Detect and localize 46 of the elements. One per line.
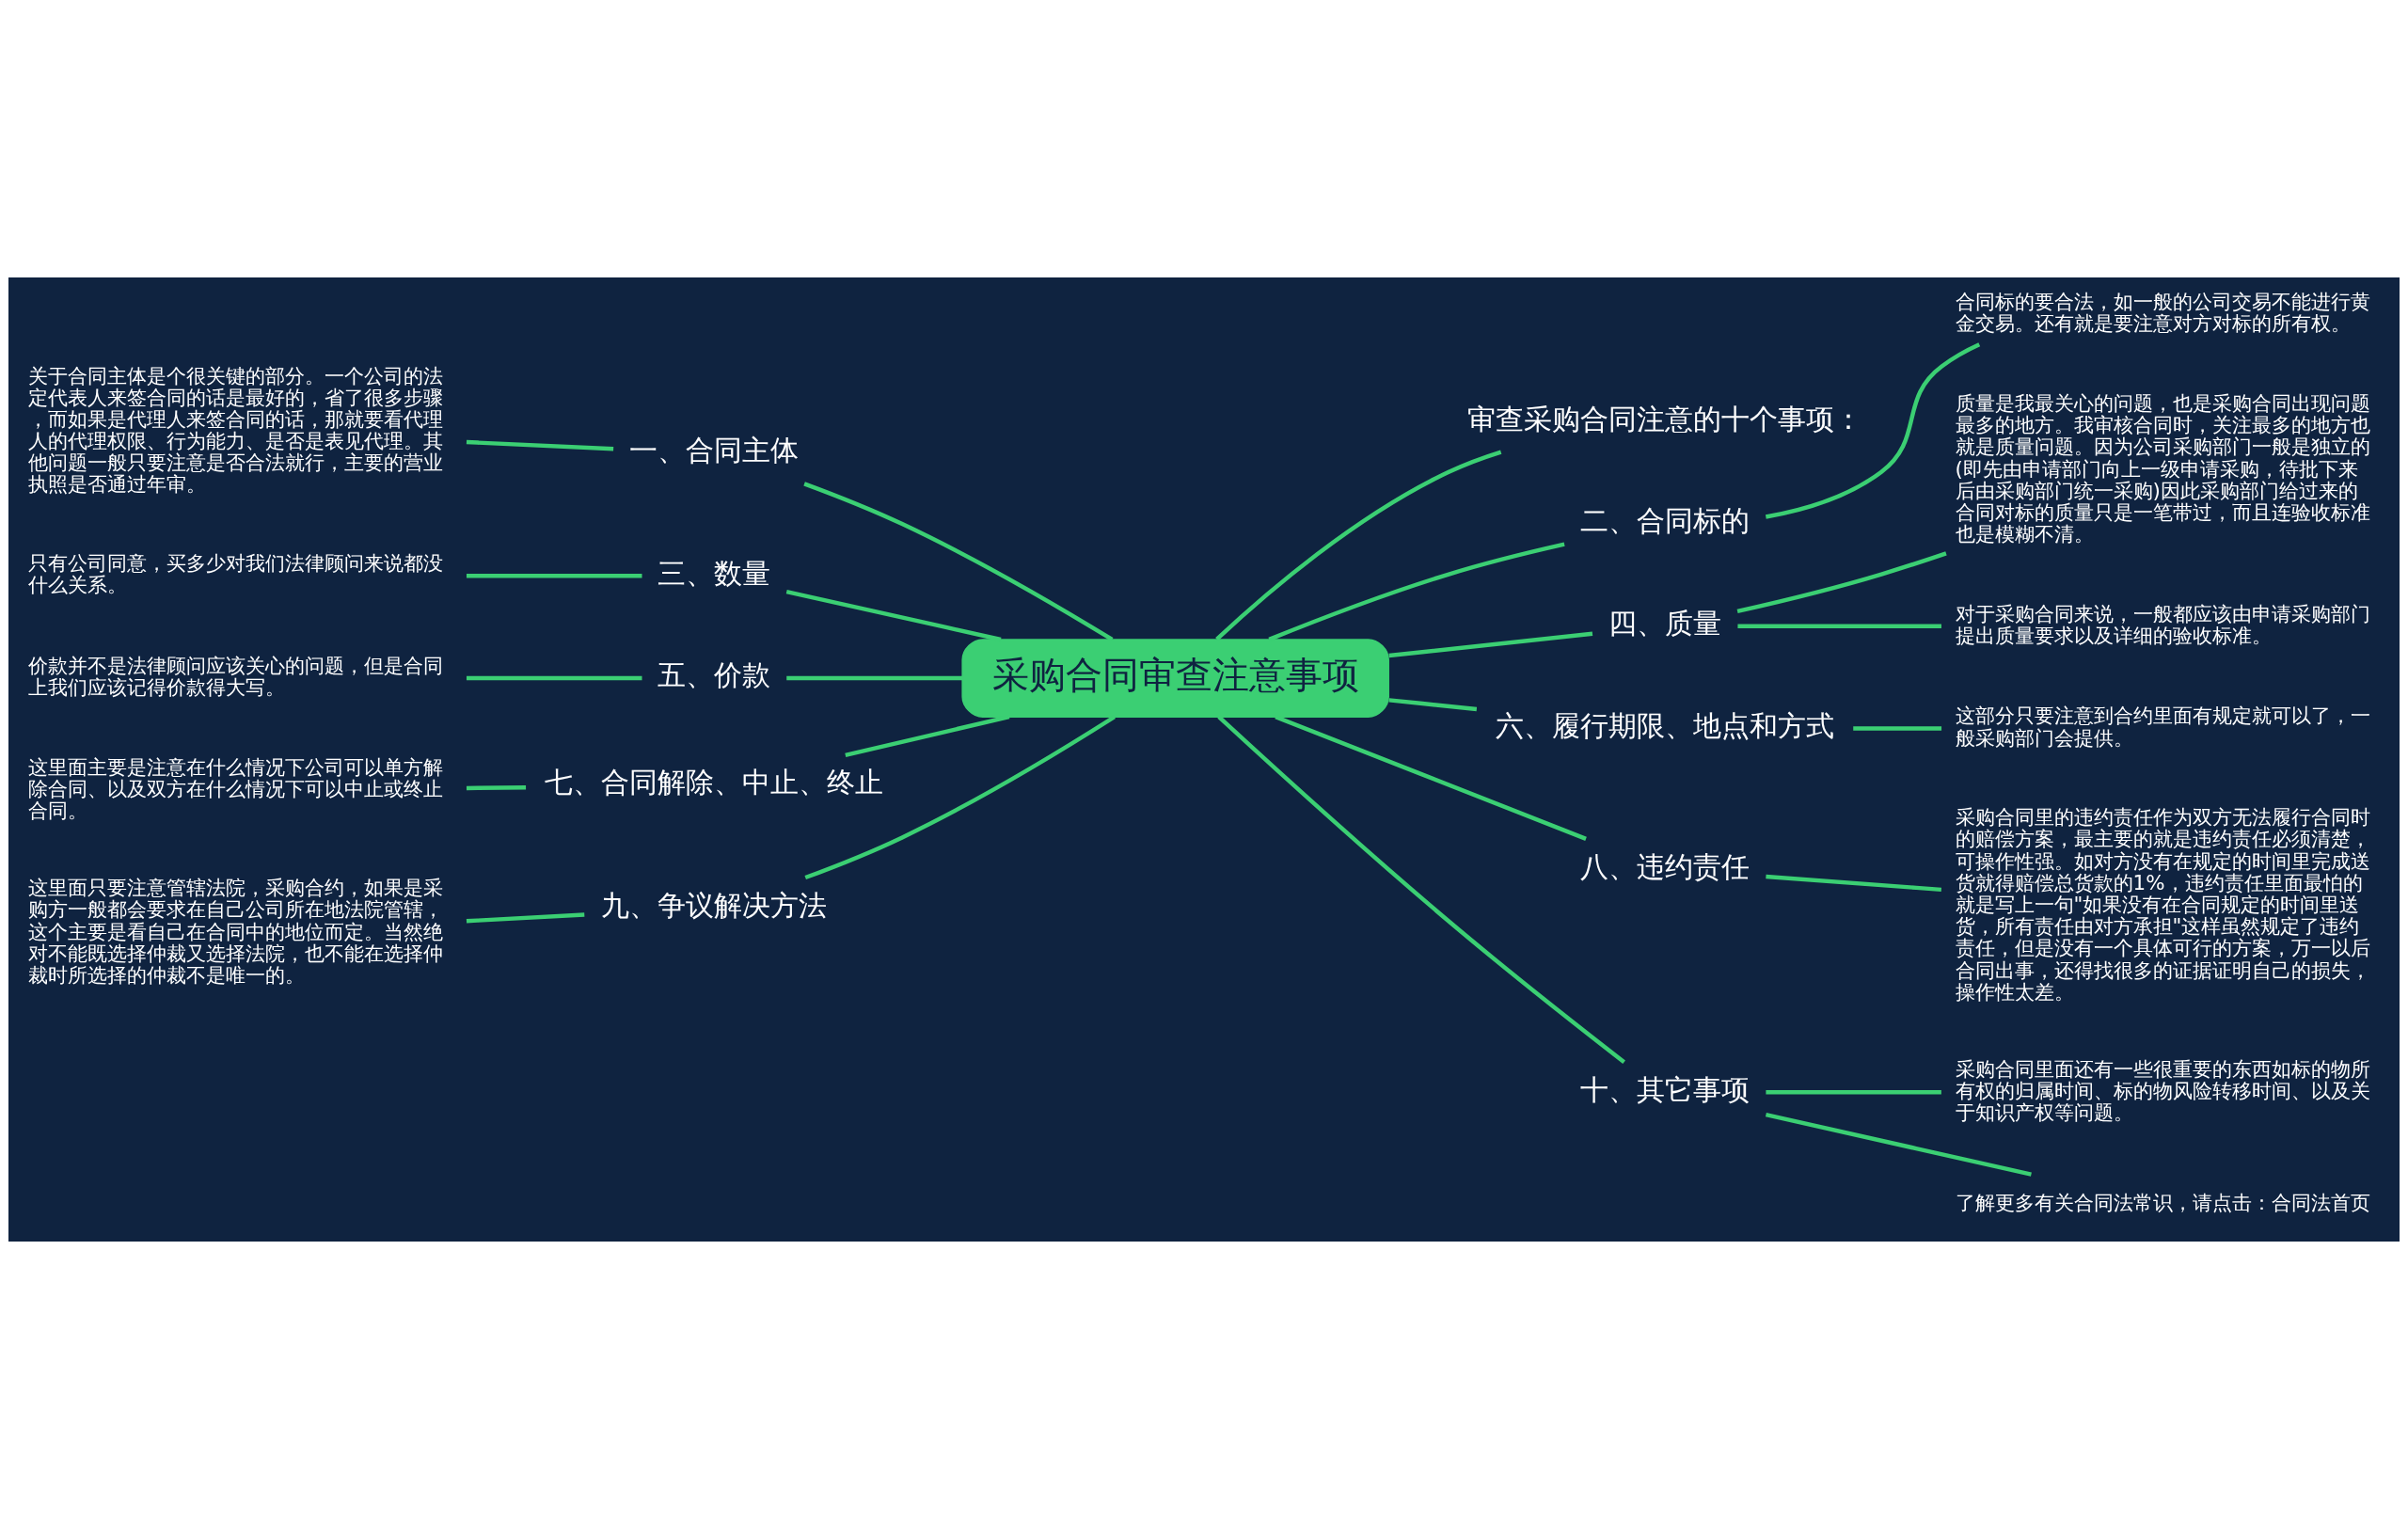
connector (1765, 342, 1981, 519)
connector (804, 715, 1116, 880)
connector (1275, 715, 1587, 841)
node-text: 十、其它事项 (1580, 1072, 1751, 1106)
node-text: 关于合同主体是个很关键的部分。一个公司的法定代表人来签合同的话是最好的，省了很多步骤，而如果是代理人来签合同的话，那就要看代理人的代理权限、行为能力、是否是表见代理。其他问题一般只要注意是否合法就行，主要的营业执照是否通过年审。 (28, 363, 444, 497)
connector (785, 589, 1002, 642)
node-box: 采购合同审查注意事项 (961, 639, 1389, 718)
connector (786, 675, 963, 681)
node-text: 价款并不是法律顾问应该关心的问题，但是合同上我们应该记得价款得大写。 (28, 653, 444, 700)
connector (1737, 624, 1941, 628)
node-text: 审查采购合同注意的十个事项： (1467, 402, 1863, 435)
node-text: 八、违约责任 (1580, 849, 1751, 883)
node-text: 一、合同主体 (629, 434, 800, 467)
node-text: 四、质量 (1608, 607, 1722, 641)
connector (1388, 698, 1478, 712)
node-text: 采购合同里面还有一些很重要的东西如标的物所有权的归属时间、标的物风险转移时间、以及关于知识产权等问题。 (1955, 1056, 2370, 1125)
node-text: 五、价款 (657, 658, 771, 692)
node-text: 三、数量 (657, 556, 771, 590)
connector (803, 482, 1114, 641)
connector (466, 785, 527, 791)
connector (1765, 1112, 2032, 1177)
node-text: 采购合同里的违约责任作为双方无法履行合同时的赔偿方案，最主要的就是违约责任必须清楚，可操作性强。如对方没有在规定的时间里完成送货就得赔偿总货款的1%，违约责任里面最怕的就是写上一句"如果没有在合同规定的时间里送货，所有责任由对方承担"这样虽然规定了违约责任，但是没有一个具体可行的方案，万一以后合同出事，还得找很多的证据证明自己的损失，操作性太差。 (1955, 805, 2370, 1004)
connector (1766, 1090, 1941, 1095)
node-text: 这里面只要注意管辖法院，采购合约，如果是采购方一般都会要求在自己公司所在地法院管辖，这个主要是看自己在合同中的地位而定。当然绝对不能既选择仲裁又选择法院，也不能在选择仲裁时所选择的仲裁不是唯一的。 (28, 876, 444, 987)
node-text: 六、履行期限、地点和方式 (1496, 708, 1835, 742)
node-text: 这部分只要注意到合约里面有规定就可以了，一般采购部门会提供。 (1955, 704, 2370, 750)
node-text: 这里面主要是注意在什么情况下公司可以单方解除合同、以及双方在什么情况下可以中止或终止合同。 (28, 754, 444, 823)
connector (466, 574, 642, 578)
node-text: 只有公司同意，买多少对我们法律顾问来说都没什么关系。 (28, 551, 444, 597)
connector (1215, 450, 1502, 641)
node-text: 七、合同解除、中止、终止 (545, 766, 884, 799)
connector (466, 439, 614, 451)
node-text: 二、合同标的 (1580, 504, 1751, 538)
node-text: 质量是我最关心的问题，也是采购合同出现问题最多的地方。我审核合同时，关注最多的地方也就是质量问题。因为公司采购部门一般是独立的(即先由申请部门向上一级申请采购，待批下来后由采购部门统一采购)因此采购部门给过来的合同对标的质量只是一笔带过，而且连验收标准也是模糊不清。 (1955, 391, 2370, 546)
connector (1766, 874, 1942, 893)
connector (1388, 631, 1593, 658)
connector (1736, 551, 1947, 614)
connector (466, 675, 642, 681)
node-text: 了解更多有关合同法常识，请点击：合同法首页 (1955, 1191, 2370, 1215)
connector (1853, 726, 1942, 731)
node-text: 对于采购合同来说，一般都应该由申请采购部门提出质量要求以及详细的验收标准。 (1955, 601, 2370, 647)
connector (466, 912, 585, 924)
node-text: 合同标的要合法，如一般的公司交易不能进行黄金交易。还有就是要注意对方对标的所有权。 (1955, 290, 2370, 336)
node-text: 九、争议解决方法 (601, 888, 828, 922)
connector (1268, 542, 1565, 641)
connector (1217, 715, 1625, 1064)
